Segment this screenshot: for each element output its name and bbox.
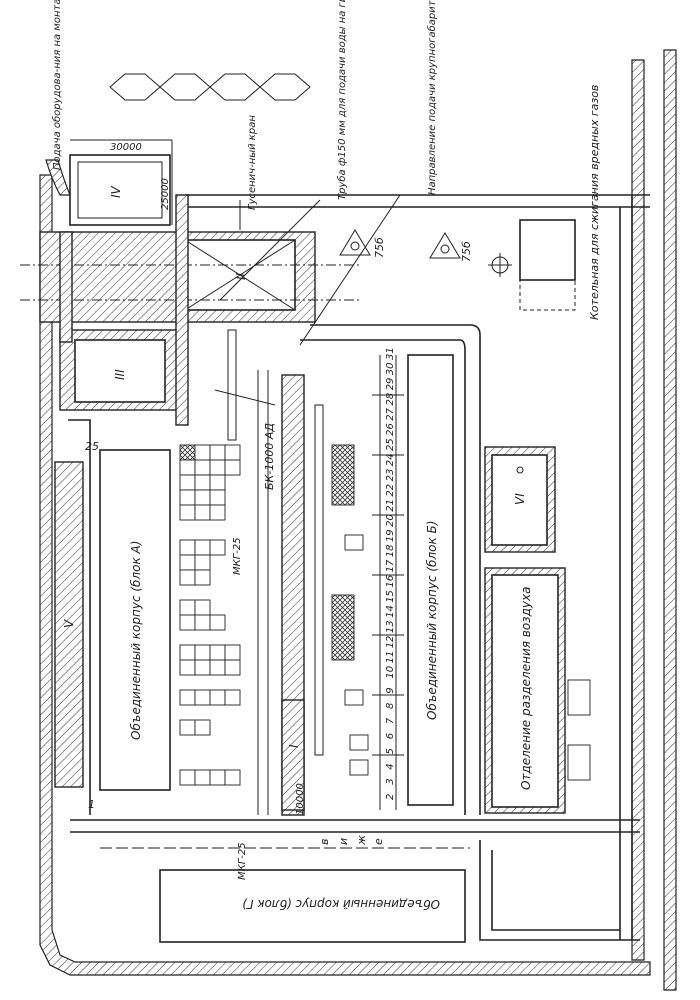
dim-1000-label: 10000: [295, 783, 306, 815]
zone-v: [54, 461, 84, 788]
roman-v-label: V: [62, 619, 76, 628]
boiler-house: [519, 219, 576, 281]
axis-number-11: 11: [385, 651, 396, 664]
main-road-outline: [68, 194, 650, 941]
left-boundary-wall: [39, 174, 651, 976]
block-b-axis-numbers: 2345678910111213141516171819202122232425…: [385, 347, 396, 800]
axis-number-21: 21: [385, 499, 396, 512]
axis-number-29: 29: [385, 378, 396, 391]
letter-v-label: в: [318, 839, 331, 845]
letter-e-label: е: [372, 838, 385, 845]
inner-ring-road: [300, 324, 481, 815]
axis-number-12: 12: [385, 636, 396, 649]
axis-number-2: 2: [385, 794, 396, 800]
num-1-label: 1: [88, 798, 95, 811]
letter-i-label: и: [337, 838, 350, 845]
roman-iv-label: IV: [109, 185, 123, 198]
triangle-marker-left-icon: [339, 229, 371, 256]
axis-number-8: 8: [385, 703, 396, 709]
block-b-column-grid: [372, 355, 404, 810]
mark-75-left-label: 75б: [373, 237, 386, 258]
axis-number-4: 4: [385, 763, 396, 769]
boiler-label: Котельная для сжигания вредных газов: [588, 85, 601, 320]
triangle-marker-right-icon: [429, 232, 461, 259]
zone-iv: [69, 154, 171, 226]
axis-number-28: 28: [385, 393, 396, 406]
axis-number-5: 5: [385, 748, 396, 754]
axis-number-14: 14: [385, 605, 396, 618]
supply-equipment-label: Подача оборудова-ния на монтажную площад…: [51, 0, 63, 170]
crawler-crane-label: Гусенич-ный кран: [247, 115, 258, 210]
mkg-25-top-label: МКГ-25: [232, 537, 243, 575]
air-separation-building: [491, 574, 559, 808]
leader-direction: [299, 194, 401, 346]
crane-bk-label: БК-1000 АД: [263, 423, 276, 490]
axis-number-19: 19: [385, 529, 396, 542]
axis-number-9: 9: [385, 687, 396, 693]
letter-zh-label: ж: [355, 835, 368, 846]
axis-number-7: 7: [385, 717, 396, 724]
axis-number-13: 13: [385, 620, 396, 633]
axis-number-27: 27: [385, 407, 396, 420]
mark-75-right-label: 75б: [460, 241, 473, 262]
right-outer-wall: [663, 49, 677, 991]
zone-iii: [74, 339, 166, 403]
axis-number-25: 25: [385, 438, 396, 451]
axis-number-17: 17: [385, 559, 396, 572]
block-b-building: [407, 354, 454, 806]
axis-number-3: 3: [385, 778, 396, 784]
dim-25000-label: 25000: [160, 178, 171, 210]
mkg-25-bottom-label: МКГ-25: [237, 842, 248, 880]
roman-iii-label: III: [113, 369, 127, 380]
roman-ii-label: II: [234, 272, 248, 280]
roman-i-label: I: [287, 744, 301, 748]
air-separation-label: Отделение разделения воздуха: [519, 587, 533, 790]
block-a-building: [99, 449, 171, 791]
axis-number-15: 15: [385, 590, 396, 603]
dim-30000-label: 30000: [110, 142, 142, 153]
block-a-label: Объединенный корпус (блок А): [129, 541, 143, 740]
block-g-label: Объединенный корпус (блок Г): [242, 897, 440, 911]
axis-number-18: 18: [385, 544, 396, 557]
axis-number-10: 10: [385, 666, 396, 679]
hexagon-tanks: [109, 73, 311, 101]
axis-number-26: 26: [385, 423, 396, 436]
water-pipe-label: Труба ф150 мм для подачи воды на гидроис…: [336, 0, 348, 200]
axis-number-22: 22: [385, 484, 396, 497]
axis-number-20: 20: [385, 514, 396, 527]
block-b-label: Объединенный корпус (блок Б): [425, 521, 439, 720]
num-25-label: 25: [85, 440, 99, 453]
axis-number-30: 30: [385, 362, 396, 375]
axis-number-31: 31: [385, 347, 396, 360]
block-g-building: [159, 869, 466, 943]
roman-vi-label: VI: [513, 493, 527, 505]
axis-number-23: 23: [385, 469, 396, 482]
axis-number-24: 24: [385, 453, 396, 466]
axis-number-16: 16: [385, 575, 396, 588]
direction-supply-label: Направление подачи крупногабаритных аппа…: [426, 0, 438, 195]
block-b-equipment: [314, 404, 369, 776]
block-a-equipment-grid: [179, 444, 241, 786]
leader-water-pipe: [219, 199, 321, 301]
axis-number-6: 6: [385, 733, 396, 739]
